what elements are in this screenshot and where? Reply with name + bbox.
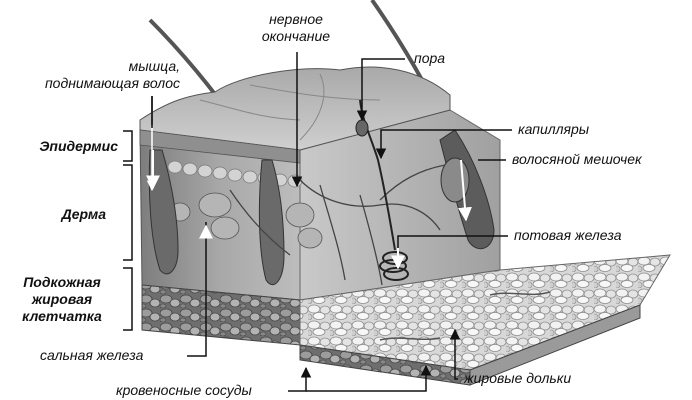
label-fat-lobules: жировые дольки — [464, 370, 571, 387]
label-pore: пора — [414, 50, 445, 67]
label-blood-vessels: кровеносные сосуды — [116, 382, 252, 399]
label-muscle-line2: поднимающая волос — [0, 75, 180, 92]
label-muscle: мышца, поднимающая волос — [0, 58, 180, 92]
label-sweat-gland: потовая железа — [514, 227, 622, 244]
label-capillaries: капилляры — [518, 121, 589, 138]
label-nerve-ending-line2: окончание — [250, 28, 342, 45]
layer-hypodermis: Подкожная жировая клетчатка — [8, 274, 116, 325]
label-nerve-ending: нервное окончание — [250, 11, 342, 45]
layer-hypodermis-line2: жировая — [8, 291, 116, 308]
label-nerve-ending-line1: нервное — [250, 11, 342, 28]
label-hair-follicle: волосяной мешочек — [512, 151, 642, 168]
layer-hypodermis-line1: Подкожная — [8, 274, 116, 291]
layer-dermis: Дерма — [0, 206, 106, 223]
layer-hypodermis-line3: клетчатка — [8, 308, 116, 325]
label-sebaceous-gland: сальная железа — [40, 347, 143, 364]
layer-epidermis: Эпидермис — [0, 138, 118, 155]
label-muscle-line1: мышца, — [0, 58, 180, 75]
